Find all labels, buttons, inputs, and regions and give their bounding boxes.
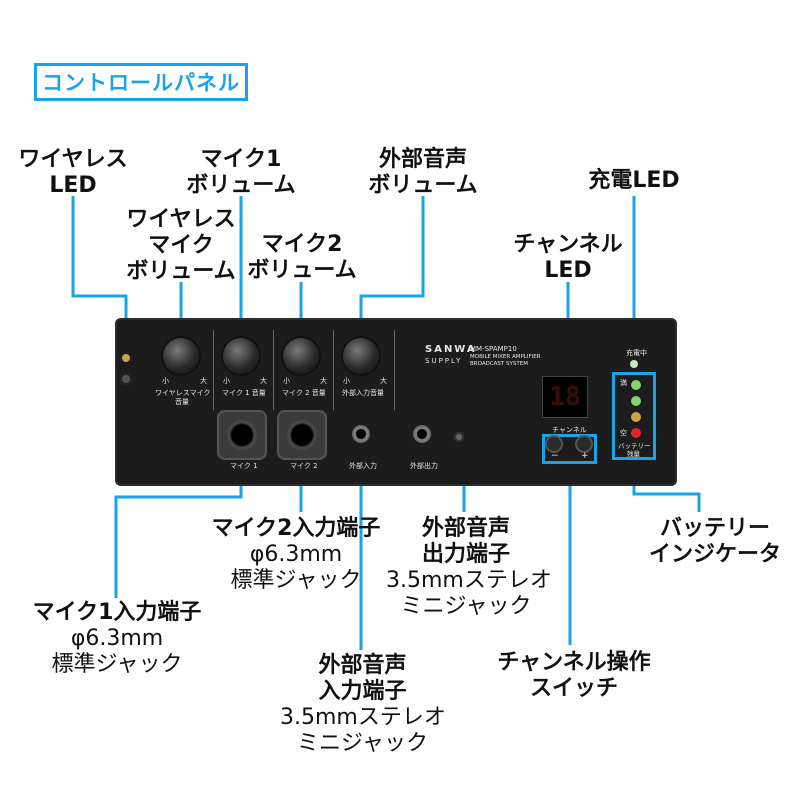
channel-minus-button[interactable] [547,437,561,451]
knob1-caption: ワイヤレスマイク [155,389,211,397]
channel-plus-button[interactable] [577,437,591,451]
label-ext-output: 外部音声 出力端子 3.5mmステレオ ミニジャック [386,516,552,619]
brand-logo-bottom: SUPPLY [425,357,463,365]
brand-logo-top: SANWA [425,344,477,355]
ext-volume-knob[interactable] [343,338,379,374]
label-charge-led: 充電LED [588,168,680,193]
panel-divider [333,330,334,410]
knob1-max: 大 [200,377,207,385]
label-mic1-input: マイク1入力端子 φ6.3mm 標準ジャック [32,600,202,677]
knob3-max: 大 [320,377,327,385]
mic1-volume-knob[interactable] [223,338,259,374]
ext-output-minijack[interactable] [413,425,431,443]
knob1-caption2: 音量 [175,398,189,406]
knob1-min: 小 [162,377,169,385]
battery-led-2 [631,396,641,406]
battery-full-label: 満 [620,379,627,387]
model-line1: MOBILE MIXER AMPLIFIER [470,354,541,360]
mic2-input-jack[interactable] [277,410,327,460]
charging-caption: 充電中 [626,349,647,357]
knob2-min: 小 [223,377,230,385]
ext-input-minijack[interactable] [352,425,370,443]
channel-plus-label: + [581,451,589,461]
channel-caption: チャンネル [552,426,587,434]
ext-input-caption: 外部入力 [349,462,377,470]
knob2-caption: マイク 1 音量 [222,389,266,397]
label-ext-volume: 外部音声ボリューム [368,147,478,198]
label-ext-input: 外部音声 入力端子 3.5mmステレオ ミニジャック [280,653,446,756]
ext-output-caption: 外部出力 [410,462,438,470]
wireless-mic-volume-knob[interactable] [163,338,199,374]
panel-divider [213,330,214,410]
knob3-caption: マイク 2 音量 [282,389,326,397]
label-wireless-mic-volume: ワイヤレスマイクボリューム [126,207,236,284]
panel-divider [273,330,274,410]
knob4-min: 小 [343,377,350,385]
battery-indicator-frame [612,372,656,460]
panel-screw [120,373,132,385]
panel-divider [394,330,395,410]
battery-caption2: 残量 [627,450,640,458]
channel-switch-frame [542,434,597,464]
knob2-max: 大 [260,377,267,385]
battery-empty-label: 空 [620,429,627,437]
wireless-led [122,354,130,362]
battery-led-3 [631,412,641,422]
panel-screw [454,432,464,442]
model-line2: BROADCAST SYSTEM [470,361,528,367]
knob4-caption: 外部入力音量 [342,389,384,397]
mic1-input-jack[interactable] [217,410,267,460]
battery-led-4 [631,428,641,438]
jack1-caption: マイク 1 [230,462,258,470]
knob4-max: 大 [380,377,387,385]
label-mic2-input: マイク2入力端子 φ6.3mm 標準ジャック [211,516,381,593]
channel-minus-label: − [551,451,559,461]
charge-led [630,360,638,368]
section-title-badge: コントロールパネル [34,63,248,101]
model-number: MM-SPAMP10 [470,345,517,353]
battery-led-1 [631,380,641,390]
jack2-caption: マイク 2 [290,462,318,470]
label-channel-switch: チャンネル操作スイッチ [497,650,651,701]
knob3-min: 小 [283,377,290,385]
battery-caption1: バッテリー [618,442,651,450]
channel-led-display: 18 [543,377,587,417]
mic2-volume-knob[interactable] [283,338,319,374]
label-battery-indicator: バッテリーインジケータ [648,516,781,567]
